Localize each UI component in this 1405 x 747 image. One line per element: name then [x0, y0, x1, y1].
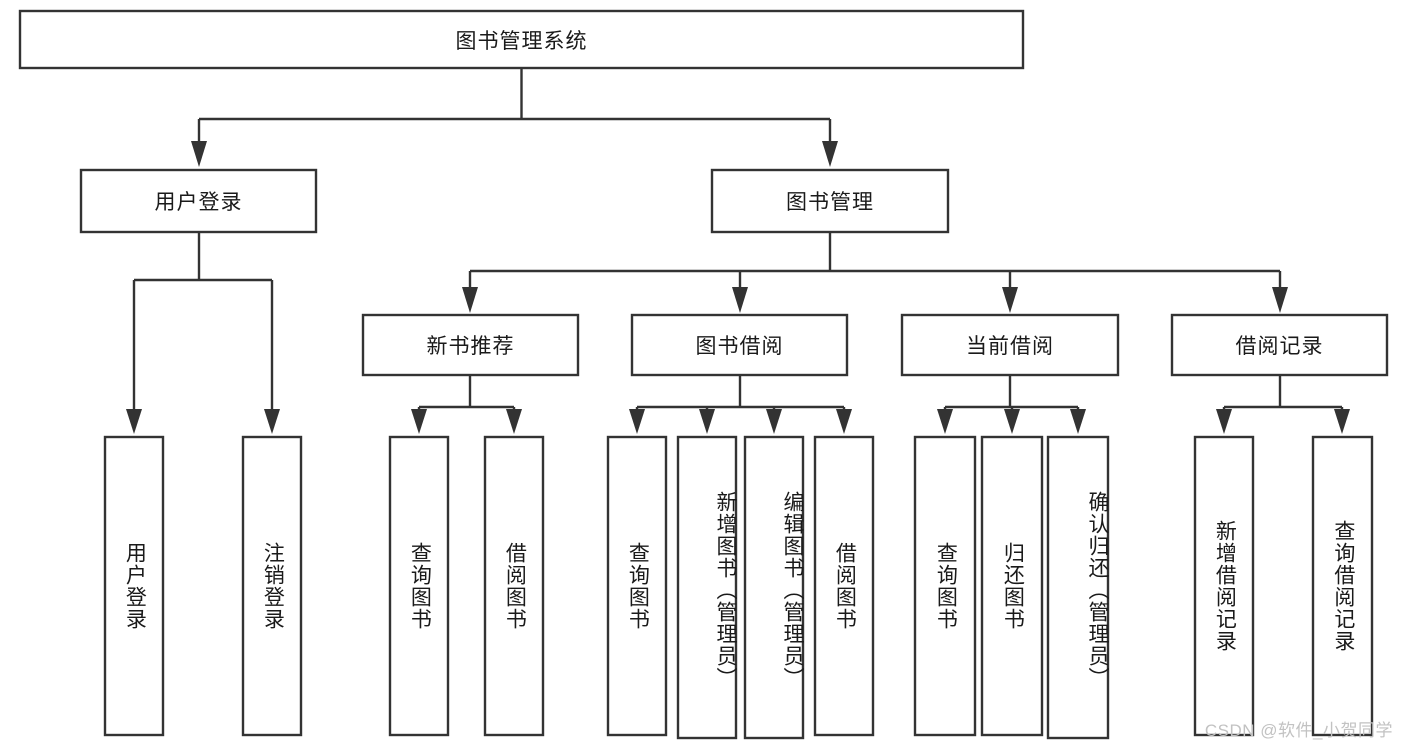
node-box-leaf-new-book-2[interactable] [483, 435, 545, 737]
node-box-leaf-current-borrow-2[interactable] [980, 435, 1044, 737]
node-box-leaf-new-book-1[interactable] [388, 435, 450, 737]
arrowhead-currentborrow-leaf-1 [937, 409, 953, 434]
connector-group-currentborrow [937, 375, 1086, 434]
arrowhead-newbook-leaf-1 [411, 409, 427, 434]
arrowhead-userlogin-leaf-2 [264, 409, 280, 434]
arrowhead-borrowrecord-leaf-2 [1334, 409, 1350, 434]
connector-group-newbook [411, 375, 522, 434]
node-box-book-borrow[interactable] [630, 313, 849, 377]
node-box-new-book-recommend[interactable] [361, 313, 580, 377]
node-box-leaf-borrow-record-1[interactable] [1193, 435, 1255, 737]
arrowhead-bookborrow-leaf-1 [629, 409, 645, 434]
arrowhead-to-newbook [462, 287, 478, 313]
arrowhead-to-borrowrecord [1272, 287, 1288, 313]
arrowhead-bookborrow-leaf-3 [766, 409, 782, 434]
arrowhead-to-bookborrow [732, 287, 748, 313]
node-box-leaf-user-login-1[interactable] [103, 435, 165, 737]
arrowhead-to-currentborrow [1002, 287, 1018, 313]
connector-group-bookmgmt [462, 232, 1288, 313]
arrowhead-newbook-leaf-2 [506, 409, 522, 434]
connector-group-borrowrecord [1216, 375, 1350, 434]
arrowhead-bookborrow-leaf-2 [699, 409, 715, 434]
node-box-leaf-book-borrow-2[interactable] [676, 435, 738, 740]
node-box-leaf-book-borrow-3[interactable] [743, 435, 805, 740]
arrowhead-to-userlogin [191, 141, 207, 167]
connector-group-userlogin [126, 232, 280, 434]
node-box-current-borrow[interactable] [900, 313, 1120, 377]
arrowhead-currentborrow-leaf-2 [1004, 409, 1020, 434]
node-box-leaf-user-login-2[interactable] [241, 435, 303, 737]
node-box-leaf-book-borrow-1[interactable] [606, 435, 668, 737]
node-box-leaf-borrow-record-2[interactable] [1311, 435, 1374, 737]
node-box-borrow-record[interactable] [1170, 313, 1389, 377]
arrowhead-borrowrecord-leaf-1 [1216, 409, 1232, 434]
node-box-leaf-current-borrow-3[interactable] [1046, 435, 1110, 740]
arrowhead-bookborrow-leaf-4 [836, 409, 852, 434]
node-box-leaf-current-borrow-1[interactable] [913, 435, 977, 737]
connector-group-root [191, 68, 838, 167]
arrowhead-userlogin-leaf-1 [126, 409, 142, 434]
node-box-book-management[interactable] [710, 168, 950, 234]
arrowhead-currentborrow-leaf-3 [1070, 409, 1086, 434]
arrowhead-to-bookmgmt [822, 141, 838, 167]
connector-group-bookborrow [629, 375, 852, 434]
node-box-user-login[interactable] [79, 168, 318, 234]
node-box-root[interactable] [18, 9, 1025, 70]
node-box-leaf-book-borrow-4[interactable] [813, 435, 875, 737]
